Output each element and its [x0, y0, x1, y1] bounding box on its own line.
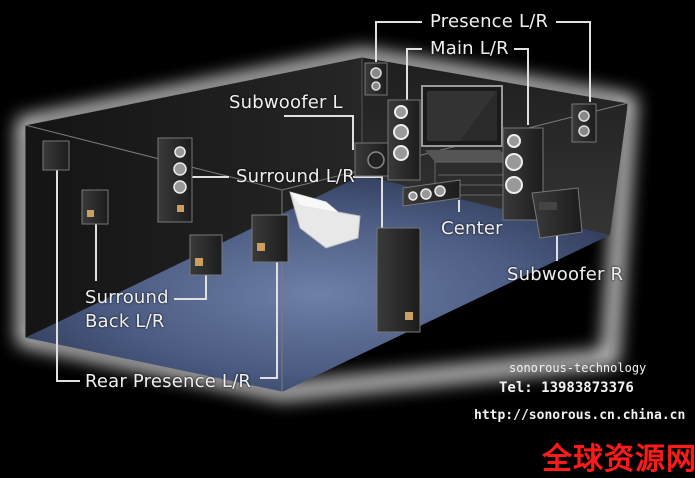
watermark-tel: Tel: 13983873376 — [499, 380, 634, 396]
surround-label: Surround L/R — [236, 166, 355, 187]
presence-right-speaker-icon — [571, 103, 597, 143]
watermark-company: sonorous-technology — [509, 361, 647, 375]
floor — [25, 175, 610, 392]
presence-label: Presence L/R — [430, 11, 549, 32]
presence-left-speaker-icon — [364, 62, 388, 96]
center-label: Center — [441, 218, 503, 239]
subwoofer-r-label: Subwoofer R — [507, 264, 624, 285]
leader-lines — [56, 21, 591, 382]
main-label: Main L/R — [430, 38, 509, 59]
rear-presence-right-speaker-icon — [81, 189, 109, 225]
subwoofer-right-icon — [531, 187, 583, 239]
left-wall — [25, 57, 362, 338]
subwoofer-l-label: Subwoofer L — [229, 92, 343, 113]
watermark-site-logo: 全球资源网 — [542, 442, 695, 477]
surround-left-speaker-icon — [157, 137, 193, 223]
surround-back-label-line1: Surround — [85, 287, 169, 308]
center-speaker-icon — [402, 179, 461, 207]
watermark-url: http://sonorous.cn.china.cn — [474, 408, 686, 423]
rear-presence-label: Rear Presence L/R — [85, 371, 252, 392]
surround-back-right-speaker-icon — [251, 214, 289, 263]
tv-icon — [421, 85, 503, 147]
main-left-speaker-icon — [387, 99, 421, 181]
surround-back-label-line2: Back L/R — [85, 311, 165, 332]
rear-presence-left-speaker-icon — [42, 140, 70, 171]
surround-right-speaker-icon — [376, 227, 421, 333]
surround-back-left-speaker-icon — [189, 234, 223, 276]
subwoofer-left-icon — [354, 142, 389, 177]
listener-seat-icon — [289, 191, 361, 249]
